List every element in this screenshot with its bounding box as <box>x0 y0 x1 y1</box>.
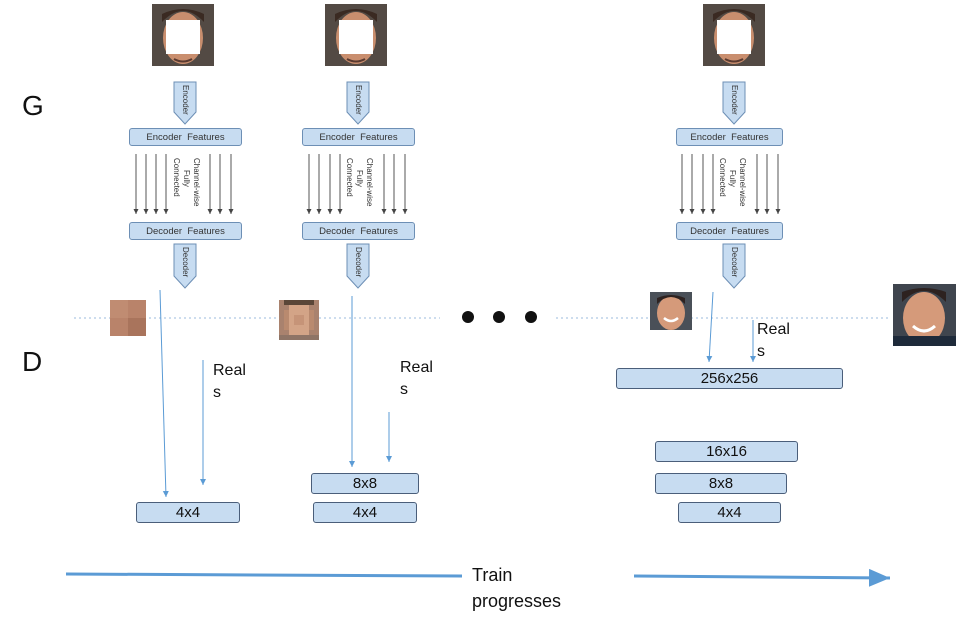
encoder-label: Encoder <box>730 85 739 115</box>
masked-face-icon <box>702 3 766 67</box>
decoder-label: Decoder <box>354 247 363 278</box>
decoder-features-box: Decoder Features <box>676 222 783 240</box>
d-arrows <box>159 289 756 498</box>
fc-label-line: Channel-wise <box>192 158 201 207</box>
fc-label-line: Channel-wise <box>365 158 374 207</box>
discriminator-label: D <box>22 346 43 377</box>
encoder-label: Encoder <box>181 85 190 115</box>
resolution-box-16x16: 16x16 <box>655 441 798 462</box>
generator-label: G <box>22 90 44 121</box>
fc-label-line: Connected <box>345 158 354 197</box>
ellipsis-icon <box>462 311 537 323</box>
fc-label-line: Channel-wise <box>738 158 747 207</box>
decoder-label: Decoder <box>730 247 739 278</box>
encoder-features-box: Encoder Features <box>302 128 415 146</box>
real-face-icon <box>650 292 692 330</box>
fc-label-line: Fully <box>182 170 191 187</box>
encoder-features-box: Encoder Features <box>676 128 783 146</box>
decoder-features-box: Decoder Features <box>302 222 415 240</box>
encoder-label: Encoder <box>354 85 363 115</box>
fc-label-line: Connected <box>172 158 181 197</box>
encoder-features-box: Encoder Features <box>129 128 242 146</box>
decoder-features-box: Decoder Features <box>129 222 242 240</box>
decoder-arrow-shape <box>173 243 746 289</box>
resolution-box-8x8: 8x8 <box>311 473 419 494</box>
masked-face-icon <box>324 3 388 67</box>
decoder-label: Decoder <box>181 247 190 278</box>
masked-face-icon <box>151 3 215 67</box>
pixelated-face-icon <box>110 300 146 336</box>
pixelated-face-icon <box>279 300 319 340</box>
fc-label-line: Fully <box>728 170 737 187</box>
fc-arrows <box>133 154 781 214</box>
resolution-box-256x256: 256x256 <box>616 368 843 389</box>
fc-label-line: Connected <box>718 158 727 197</box>
real-face-icon <box>893 284 956 346</box>
resolution-box-4x4: 4x4 <box>313 502 417 523</box>
resolution-box-8x8: 8x8 <box>655 473 787 494</box>
train-progress-arrow <box>65 568 891 587</box>
resolution-box-4x4: 4x4 <box>678 502 781 523</box>
encoder-arrow-shape <box>173 81 746 125</box>
fc-label-line: Fully <box>355 170 364 187</box>
resolution-box-4x4: 4x4 <box>136 502 240 523</box>
